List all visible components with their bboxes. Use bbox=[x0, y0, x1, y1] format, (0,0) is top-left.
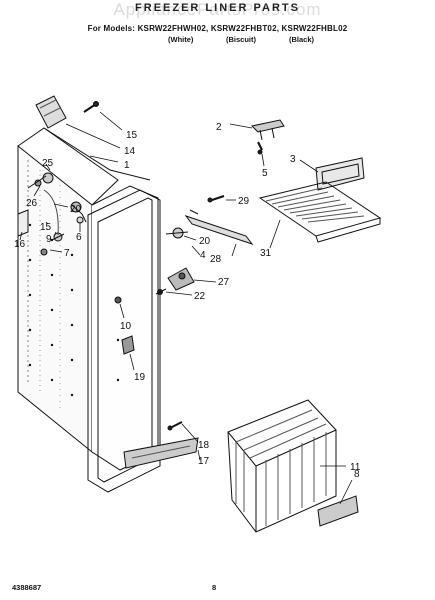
callout-10: 10 bbox=[120, 321, 132, 332]
document-number: 4388687 bbox=[12, 583, 42, 592]
callout-16: 16 bbox=[14, 239, 26, 250]
page-number: 8 bbox=[212, 583, 217, 592]
callout-20-left: 20 bbox=[70, 204, 82, 215]
callout-28: 28 bbox=[210, 254, 222, 265]
callout-20-middle: 20 bbox=[199, 236, 211, 247]
part-22-screw bbox=[155, 288, 167, 295]
callout-17: 17 bbox=[198, 456, 210, 467]
callout-26: 26 bbox=[26, 198, 38, 209]
callout-15-top: 15 bbox=[126, 130, 138, 141]
callout-4: 4 bbox=[200, 250, 206, 261]
part-19-bumper bbox=[121, 335, 135, 355]
callout-9: 9 bbox=[46, 234, 52, 245]
part-28-rail bbox=[184, 209, 254, 245]
part-8-handle bbox=[317, 495, 359, 527]
liner-holes bbox=[28, 223, 120, 397]
color-black-label: (Black) bbox=[289, 35, 315, 44]
part-31-shelf bbox=[258, 181, 382, 243]
model-list: For Models: KSRW22FHWH02, KSRW22FHBT02, … bbox=[87, 24, 348, 33]
part-6-bulb bbox=[71, 204, 87, 224]
part-20-knob bbox=[70, 201, 82, 213]
callout-2: 2 bbox=[216, 122, 222, 133]
part-17-rail bbox=[123, 437, 199, 469]
callout-1: 1 bbox=[124, 160, 130, 171]
color-biscuit-label: (Biscuit) bbox=[226, 35, 256, 44]
part-14-bracket bbox=[35, 95, 67, 129]
callout-6: 6 bbox=[76, 232, 82, 243]
part-29-screw bbox=[207, 195, 225, 203]
part-16-grille bbox=[17, 209, 29, 237]
callout-5: 5 bbox=[262, 168, 268, 179]
callout-8: 8 bbox=[354, 469, 360, 480]
callout-18: 18 bbox=[198, 440, 210, 451]
callout-3: 3 bbox=[290, 154, 296, 165]
callout-15-left: 15 bbox=[40, 222, 52, 233]
callout-31: 31 bbox=[260, 248, 272, 259]
callout-7: 7 bbox=[64, 248, 70, 259]
watermark: AppliancePartsPros.com bbox=[113, 0, 322, 19]
part-11-basket bbox=[227, 399, 337, 533]
callout-14: 14 bbox=[124, 146, 136, 157]
part-20-damper bbox=[165, 227, 189, 239]
part-10-clip bbox=[114, 296, 122, 304]
callout-27: 27 bbox=[218, 277, 230, 288]
callout-29: 29 bbox=[238, 196, 250, 207]
callout-labels: 15 14 1 2 5 3 29 31 20 4 28 27 22 10 19 … bbox=[14, 122, 361, 480]
part-5-screw bbox=[257, 141, 263, 155]
callout-25: 25 bbox=[42, 158, 54, 169]
freezer-liner bbox=[17, 127, 161, 493]
callout-22: 22 bbox=[194, 291, 206, 302]
leader-lines bbox=[19, 111, 353, 505]
part-15-screw bbox=[83, 101, 99, 113]
part-3-cover bbox=[315, 157, 365, 191]
part-25-thermostat bbox=[27, 172, 54, 189]
callout-19: 19 bbox=[134, 372, 146, 383]
part-2-hinge bbox=[250, 119, 285, 141]
callout-11: 11 bbox=[350, 462, 361, 473]
part-7-screw bbox=[40, 248, 48, 256]
color-white-label: (White) bbox=[168, 35, 194, 44]
part-26-wire bbox=[43, 189, 59, 236]
part-18-screw bbox=[167, 421, 183, 431]
diagram-title: FREEZER LINER PARTS bbox=[135, 2, 300, 14]
part-27-light-socket bbox=[167, 267, 195, 291]
